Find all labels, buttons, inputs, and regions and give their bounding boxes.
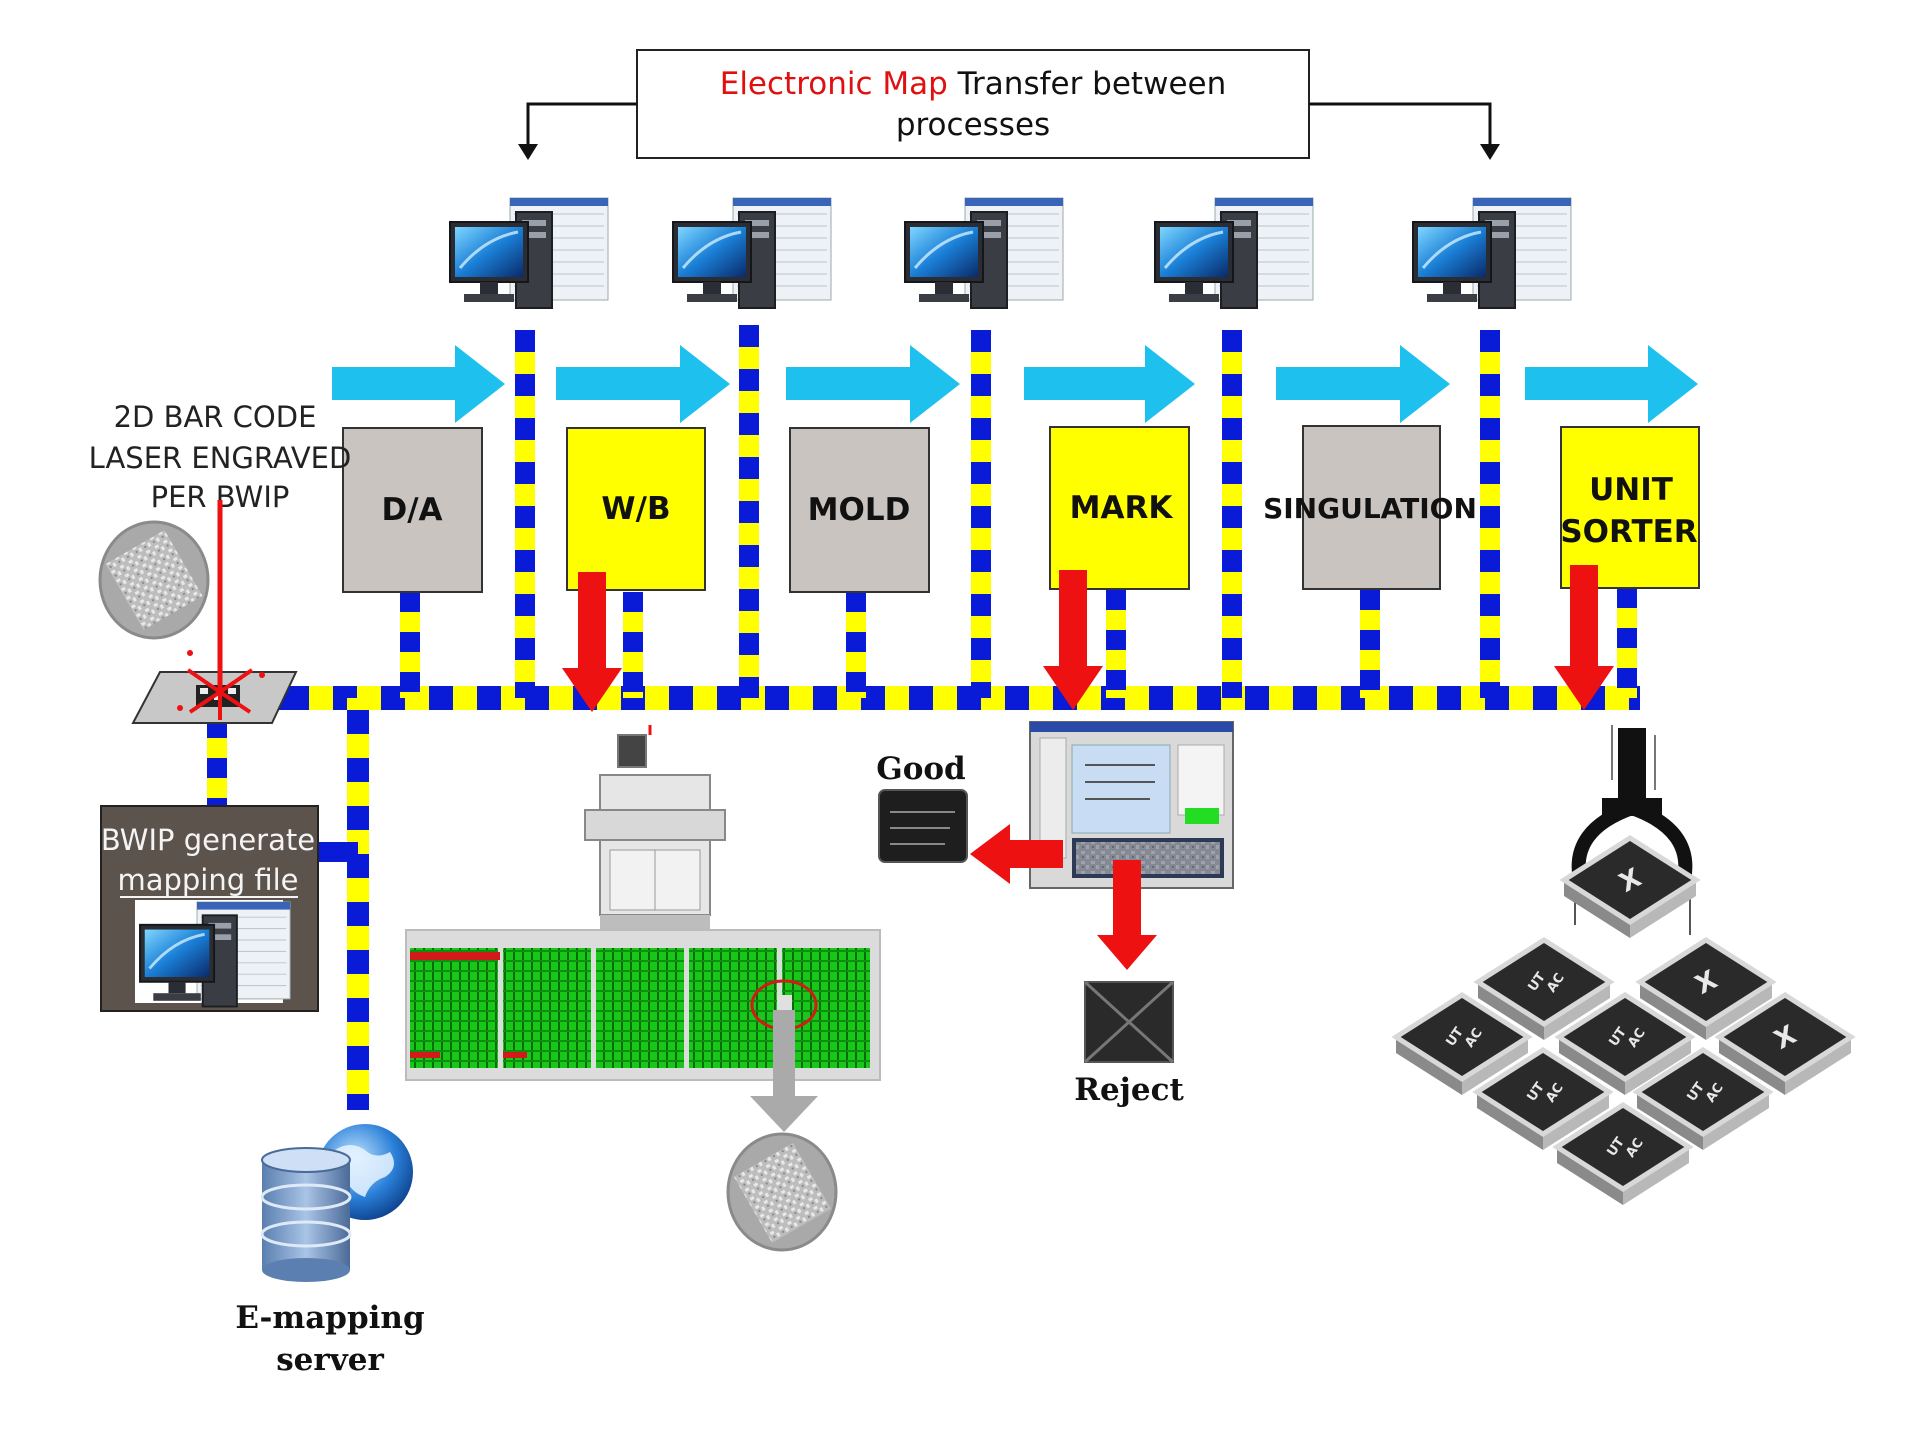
process-box-singulation <box>1302 425 1441 590</box>
laser-spark <box>177 705 183 711</box>
good-arrow-shaft <box>1005 840 1063 868</box>
banner-box <box>636 49 1310 159</box>
good-arrow-head <box>970 824 1010 884</box>
workstation-icon <box>139 901 291 1008</box>
sort-arrows <box>970 824 1157 970</box>
reject-chip: Reject <box>1074 980 1184 1108</box>
process-label-unit: UNIT <box>1589 472 1673 508</box>
map-reject-row <box>410 952 500 960</box>
red-arrow-sorter-head <box>1554 666 1614 710</box>
flow-arrow-5 <box>1276 345 1450 423</box>
flow-arrows <box>332 345 1698 423</box>
process-box-wb <box>566 427 706 591</box>
reject-unit-chip: X <box>1714 992 1856 1095</box>
workstation-icons <box>449 197 1572 309</box>
red-down-arrows <box>562 565 1614 712</box>
red-arrow-sorter <box>1570 565 1598 670</box>
wafer-qr <box>105 530 203 630</box>
reject-label: Reject <box>1074 1072 1184 1108</box>
map-panel <box>689 948 777 1068</box>
e-mapping-server: E-mapping server <box>235 1124 425 1378</box>
laser-station: 2D BAR CODE LASER ENGRAVED PER BWIP <box>89 400 352 724</box>
red-arrow-wb-head <box>562 668 622 712</box>
flow-arrow-3 <box>786 345 960 423</box>
good-label: Good <box>876 751 966 787</box>
map-panel <box>503 948 591 1068</box>
map-panel <box>410 948 498 1068</box>
map-down-arrow-head <box>750 1096 818 1132</box>
laser-target-cell <box>200 688 208 694</box>
bwip-line2: mapping file <box>117 863 298 897</box>
red-arrow-mark-head <box>1043 666 1103 710</box>
process-label-da: D/A <box>381 492 442 528</box>
workstation-icon <box>904 197 1064 309</box>
process-label-sorter: SORTER <box>1560 514 1697 550</box>
flow-arrow-4 <box>1024 345 1195 423</box>
flow-arrow-1 <box>332 345 505 423</box>
map-down-arrow-shaft <box>773 1010 795 1098</box>
process-drops <box>400 588 1637 698</box>
process-box-unit-sorter <box>1560 426 1700 589</box>
robot-gripper-icon <box>1571 725 1693 935</box>
reject-arrow-head <box>1097 935 1157 970</box>
reject-unit-chip: X <box>1559 835 1701 938</box>
red-arrow-mark <box>1059 570 1087 670</box>
bwip-line1: BWIP generate <box>101 823 315 857</box>
banner-left-connector <box>526 102 637 152</box>
banner-rest: Transfer between <box>948 66 1226 102</box>
map-panel <box>782 948 870 1068</box>
machine-icon <box>584 725 726 945</box>
process-box-mark <box>1049 426 1190 590</box>
good-chip: Good <box>876 751 968 863</box>
map-panel <box>596 948 684 1068</box>
laser-target-cell <box>228 688 236 694</box>
reject-arrow-shaft <box>1113 860 1141 940</box>
process-box-mold <box>789 427 930 593</box>
database-icon <box>260 1147 352 1282</box>
workstation-drops <box>515 325 1500 698</box>
process-label-mold: MOLD <box>808 492 911 528</box>
banner-line1: Electronic Map Transfer between <box>720 66 1227 102</box>
wafer-map <box>405 929 881 1252</box>
laser-spark <box>187 650 193 656</box>
process-label-singulation: SINGULATION <box>1263 492 1477 525</box>
laser-burst <box>186 668 254 720</box>
workstation-icon <box>1412 197 1572 309</box>
banner-right-connector <box>1309 102 1492 152</box>
banner-right-arrowhead <box>1480 144 1500 160</box>
process-label-mark: MARK <box>1070 490 1174 526</box>
banner-line2: processes <box>896 107 1050 143</box>
reject-unit-chip: X <box>1635 937 1777 1040</box>
workstation-icon <box>449 197 609 309</box>
server-line1: E-mapping <box>235 1300 424 1336</box>
laser-label-line1: 2D BAR CODE <box>114 400 317 434</box>
wafer-qr <box>734 1142 831 1243</box>
banner: Electronic Map Transfer between processe… <box>518 49 1500 160</box>
workstation-icon <box>139 901 291 1008</box>
map-reject-row <box>503 1052 527 1058</box>
process-boxes: D/A W/B MOLD MARK SINGULATION UNIT SORTE… <box>342 425 1700 593</box>
server-line2: server <box>276 1342 384 1378</box>
banner-left-arrowhead <box>518 144 538 160</box>
flow-arrow-6 <box>1525 345 1698 423</box>
process-box-da <box>342 427 483 593</box>
workstation-icon <box>672 197 832 309</box>
process-label-wb: W/B <box>601 491 670 527</box>
laser-spark <box>259 672 265 678</box>
machine-monitor <box>617 734 647 768</box>
laser-label-line2: LASER ENGRAVED <box>89 441 352 475</box>
workstation-icon <box>1154 197 1314 309</box>
map-reject-row <box>410 1052 440 1058</box>
flow-arrow-2 <box>556 345 730 423</box>
bwip-box: BWIP generate mapping file <box>100 805 319 1012</box>
red-arrow-wb <box>578 572 606 672</box>
banner-highlight: Electronic Map <box>720 66 948 102</box>
